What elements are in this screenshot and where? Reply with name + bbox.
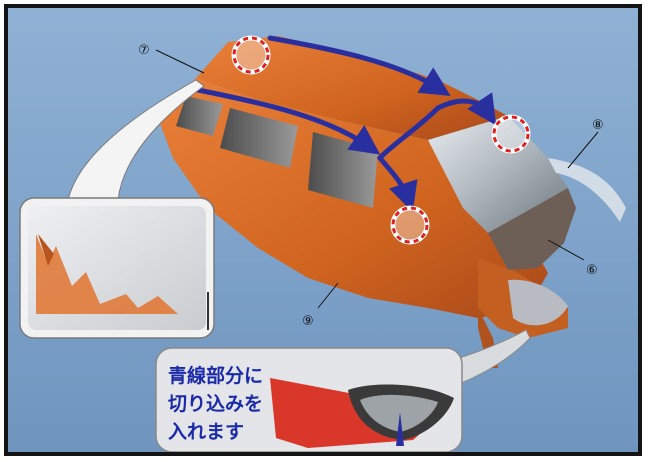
- figure-canvas: ⑦ ⑧ ⑥ ⑨ 青線部分に 切り込みを 入れます: [8, 8, 638, 452]
- callout-blue-line: [396, 412, 404, 446]
- leader-lines: [155, 49, 599, 309]
- hood-clear-part: [488, 188, 576, 270]
- inset-cut-flap: [38, 234, 54, 266]
- callout-detail-chrome: [360, 394, 438, 432]
- part-number-labels: ⑦ ⑧ ⑥ ⑨: [138, 43, 604, 329]
- cut-arrow-roof-top: [267, 35, 451, 96]
- cut-arrow-pillar: [376, 105, 441, 213]
- clear-strip: [548, 158, 626, 222]
- label-part-8: ⑧: [592, 118, 604, 133]
- marker-circles: [231, 35, 531, 245]
- marker-circle-1: [232, 36, 270, 74]
- cut-arrow-roof-side: [195, 87, 381, 155]
- label-part-6: ⑥: [586, 263, 598, 278]
- side-window-mid: [220, 108, 298, 168]
- leader-line-6: [547, 239, 585, 261]
- cut-line-arrows: [195, 35, 497, 213]
- marker-circle-3: [391, 206, 429, 244]
- leader-line-8: [567, 131, 599, 169]
- cut-arrow-windshield-top: [435, 92, 497, 126]
- callout-line-2: 切り込みを: [168, 393, 263, 415]
- callout-line-1: 青線部分に: [168, 364, 263, 387]
- leader-line-9: [317, 282, 339, 309]
- leader-line-7: [155, 49, 205, 74]
- instruction-figure: ⑦ ⑧ ⑥ ⑨ 青線部分に 切り込みを 入れます: [4, 4, 642, 456]
- front-chrome: [508, 279, 568, 326]
- inset-pointer-left: [67, 79, 205, 201]
- side-window-rear: [176, 96, 223, 136]
- marker-circle-2: [492, 115, 530, 153]
- detail-inset-left: [19, 79, 215, 339]
- label-part-7: ⑦: [138, 43, 150, 58]
- car-body-shell: [158, 36, 626, 368]
- inset-cut-edge: [36, 234, 178, 314]
- callout-line-3: 入れます: [168, 421, 244, 443]
- cut-instruction-callout: 青線部分に 切り込みを 入れます: [155, 329, 531, 452]
- label-part-9: ⑨: [302, 314, 314, 329]
- windshield: [428, 116, 568, 233]
